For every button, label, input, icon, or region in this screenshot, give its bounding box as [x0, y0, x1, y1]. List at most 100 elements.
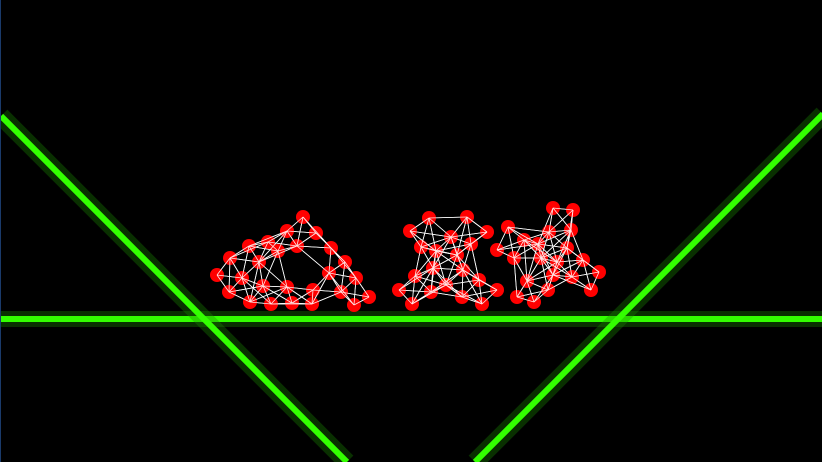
spring-lines-overlay: [216, 216, 370, 306]
spring: [496, 243, 539, 251]
spring: [432, 236, 452, 269]
spring: [409, 230, 452, 238]
soft-body-triangle[interactable]: [210, 210, 376, 312]
spring: [450, 236, 472, 245]
spring: [414, 246, 422, 277]
spring: [456, 216, 468, 256]
spring: [523, 239, 539, 245]
spring: [409, 230, 422, 248]
spring: [548, 209, 574, 233]
spring: [432, 267, 447, 286]
spring: [481, 289, 498, 305]
spring: [526, 274, 554, 282]
spring: [311, 291, 342, 305]
spring: [420, 246, 437, 252]
spring: [526, 243, 539, 282]
spring: [470, 243, 480, 281]
spring: [277, 245, 298, 252]
spring: [432, 254, 458, 269]
spring: [552, 274, 573, 278]
spring: [571, 259, 584, 278]
spring: [571, 271, 600, 278]
spring: [445, 279, 480, 286]
spring: [328, 247, 332, 274]
spring: [582, 259, 600, 273]
spring: [537, 231, 550, 245]
spring: [286, 216, 304, 232]
spring: [241, 245, 250, 279]
spring: [537, 243, 542, 259]
spring: [435, 250, 447, 286]
spring: [547, 261, 558, 291]
spring: [432, 267, 463, 298]
soft-body-hourglass[interactable]: [392, 210, 504, 311]
spring: [540, 231, 550, 259]
spring: [414, 267, 434, 277]
spring: [328, 272, 355, 306]
spring: [513, 239, 525, 259]
spring: [258, 261, 264, 287]
spring: [353, 296, 370, 306]
spring: [552, 207, 572, 231]
spring: [420, 217, 430, 248]
spring: [262, 250, 279, 287]
spring: [229, 257, 243, 279]
spring: [435, 236, 452, 252]
spring: [328, 261, 346, 274]
spring: [344, 261, 357, 279]
spring: [552, 274, 592, 291]
spring: [291, 289, 314, 304]
right-ramp-beam: [472, 111, 822, 462]
spring: [556, 261, 573, 278]
spring: [513, 257, 528, 282]
spring: [249, 301, 272, 305]
spring: [270, 302, 293, 305]
spring: [435, 243, 472, 252]
spring: [248, 230, 288, 247]
spring: [537, 207, 554, 245]
spring: [398, 289, 413, 305]
spring: [526, 280, 549, 291]
spring: [507, 226, 515, 259]
spring: [258, 250, 279, 263]
soft-bodies: [210, 201, 606, 312]
spring: [277, 250, 288, 288]
spring: [540, 257, 554, 276]
spring: [462, 243, 472, 271]
spring: [540, 229, 572, 259]
spring: [435, 250, 464, 271]
spring: [540, 257, 549, 291]
spring: [523, 239, 528, 282]
spring: [286, 230, 298, 247]
spring: [228, 257, 231, 293]
spring: [516, 296, 535, 303]
spring: [450, 216, 468, 238]
spring: [461, 289, 498, 298]
spring: [461, 279, 480, 298]
spring: [432, 267, 464, 271]
spring: [277, 230, 288, 252]
spring: [296, 216, 304, 247]
spring: [461, 269, 464, 298]
spring: [428, 216, 468, 219]
spring: [311, 289, 314, 305]
spring: [414, 275, 432, 293]
spring: [556, 247, 568, 263]
spring: [411, 267, 434, 305]
spring: [466, 216, 488, 233]
spring: [523, 239, 542, 259]
spring: [540, 257, 573, 278]
spring: [296, 245, 330, 274]
spring: [249, 286, 288, 303]
spring: [420, 246, 434, 269]
spring: [507, 226, 525, 241]
spring: [420, 236, 452, 248]
spring: [248, 245, 260, 263]
soft-body-star[interactable]: [490, 201, 606, 309]
spring: [548, 207, 554, 233]
spring: [523, 231, 550, 241]
spring: [328, 272, 357, 279]
spring: [411, 275, 416, 305]
